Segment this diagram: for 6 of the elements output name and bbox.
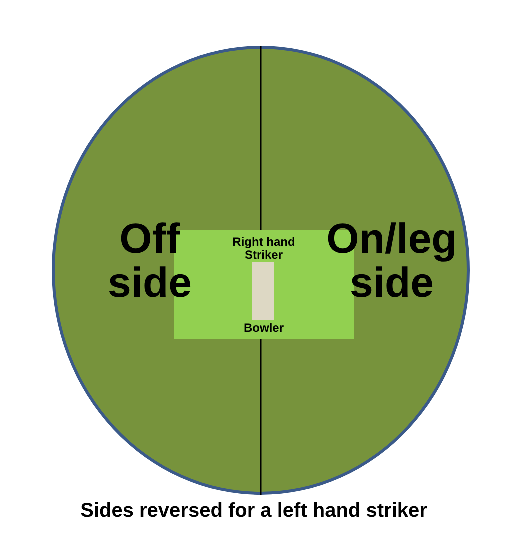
caption: Sides reversed for a left hand striker	[80, 500, 428, 523]
side-label: On/leg side	[326, 217, 458, 306]
pitch-strip	[252, 262, 274, 320]
striker-label: Right hand Striker	[232, 236, 296, 262]
bowler-label: Bowler	[242, 322, 285, 335]
side-label: Off side	[106, 217, 194, 306]
